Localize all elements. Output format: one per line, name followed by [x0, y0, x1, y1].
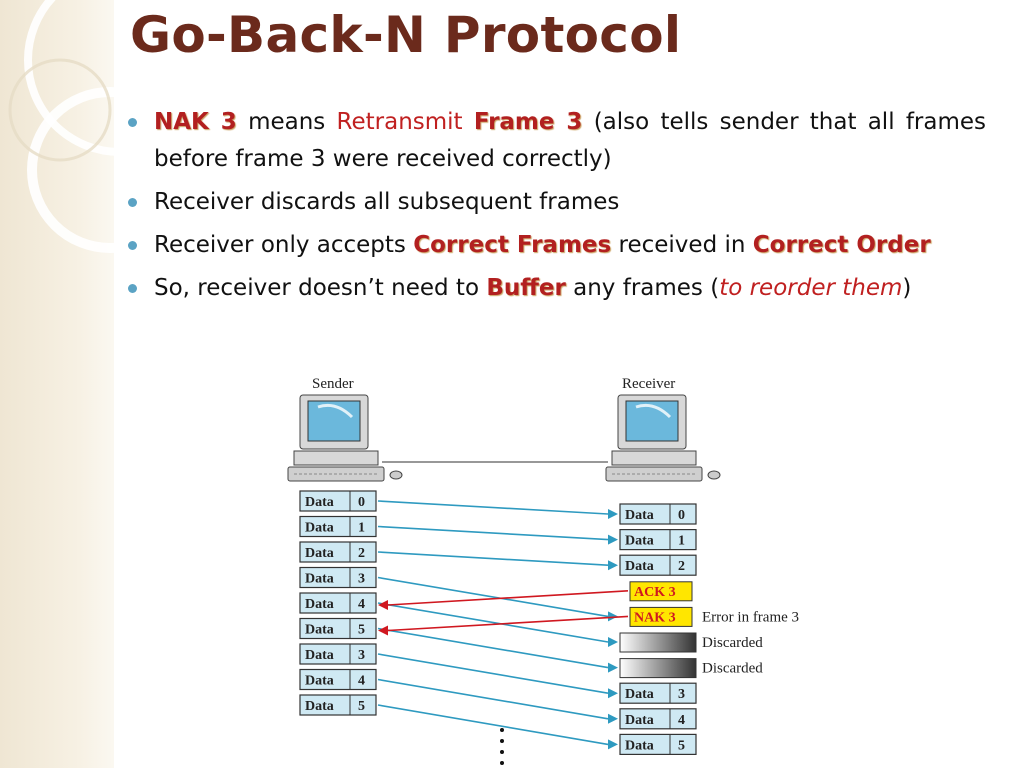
frame-number: 3: [678, 687, 685, 702]
frame-label: Data: [625, 508, 654, 523]
frame-note: Error in frame 3: [702, 609, 799, 625]
data-arrow: [377, 500, 618, 519]
frame-label: Data: [305, 546, 334, 561]
control-label: NAK 3: [634, 610, 676, 625]
sender-frame: Data 5: [299, 694, 377, 716]
sender-frame: Data 3: [299, 566, 377, 589]
decorative-rings: [8, 0, 180, 253]
frame-number: 3: [358, 572, 365, 587]
bullet-discard: Receiver discards all subsequent frames: [126, 184, 986, 221]
frame-number: 5: [678, 738, 685, 753]
sender-label: Sender: [312, 376, 354, 392]
frame-label: Data: [305, 648, 334, 663]
data-arrow: [377, 551, 618, 571]
sender-frame: Data 3: [299, 643, 377, 665]
bullet-nak: NAK 3 means Retransmit Frame 3 (also tel…: [126, 104, 986, 178]
receiver-ack-frame: ACK 3: [629, 581, 693, 602]
receiver-data-frame: Data 5: [619, 733, 697, 755]
bullet-text: ): [902, 275, 912, 301]
frame-number: 3: [358, 648, 365, 663]
receiver-data-frame: Data 3: [619, 682, 697, 704]
frame-number: 4: [678, 713, 685, 728]
data-arrow: [377, 627, 618, 673]
frame-label: Data: [625, 738, 654, 753]
receiver-data-frame: Data 0: [619, 503, 697, 525]
frame-number: 1: [678, 534, 685, 549]
frame-label: Data: [305, 699, 334, 714]
frame-note: Discarded: [702, 661, 763, 677]
bullet-text: So, receiver doesn’t need to: [154, 275, 480, 301]
frame-label: Data: [305, 674, 334, 689]
nak-term: NAK 3: [154, 109, 237, 135]
sender-frame: Data 2: [299, 541, 377, 563]
correct-frames-term: Correct Frames: [413, 232, 612, 258]
frame-label: Data: [625, 713, 654, 728]
frame-note: Discarded: [702, 635, 763, 651]
sender-frame: Data 4: [299, 592, 377, 614]
receiver-discard-frame: Discarded: [619, 658, 763, 679]
reorder-term: to reorder them: [719, 275, 903, 301]
bullet-list: NAK 3 means Retransmit Frame 3 (also tel…: [126, 104, 986, 313]
frame-number: 0: [678, 508, 685, 523]
data-arrow: [377, 704, 618, 750]
retransmit-term: Retransmit: [336, 109, 463, 135]
control-label: ACK 3: [634, 585, 676, 600]
frame-number: 0: [358, 495, 365, 510]
receiver-nak-frame: NAK 3 Error in frame 3: [629, 606, 799, 627]
sender-frame: Data 4: [299, 668, 377, 691]
frame-number: 4: [358, 674, 365, 689]
sender-computer-icon: [287, 394, 403, 482]
frame-number: 4: [358, 597, 365, 612]
frame-label: Data: [305, 597, 334, 612]
frame-number: 5: [358, 699, 365, 714]
correct-order-term: Correct Order: [752, 232, 931, 258]
bullet-text: Receiver only accepts: [154, 232, 406, 258]
frame-label: Data: [305, 572, 334, 587]
bullet-buffer: So, receiver doesn’t need to Buffer any …: [126, 270, 986, 307]
data-arrow: [377, 525, 618, 545]
data-arrow: [377, 678, 618, 724]
frame-label: Data: [305, 521, 334, 536]
frame-label: Data: [625, 687, 654, 702]
receiver-data-frame: Data 2: [619, 554, 697, 576]
frame-number: 1: [358, 521, 365, 536]
sender-frame: Data 1: [299, 515, 377, 538]
frame-number: 2: [358, 546, 365, 561]
bullet-text: any frames (: [573, 275, 720, 301]
bullet-text: Receiver discards all subsequent frames: [154, 189, 620, 215]
arrow-layer: [377, 500, 629, 750]
data-arrow: [377, 576, 618, 622]
bullet-text: means: [248, 109, 326, 135]
receiver-discard-frame: Discarded: [619, 632, 763, 653]
receiver-data-frame: Data 4: [619, 708, 697, 730]
frame-label: Data: [305, 623, 334, 638]
buffer-term: Buffer: [486, 275, 566, 301]
sender-frame: Data 0: [299, 490, 377, 512]
bullet-accept: Receiver only accepts Correct Frames rec…: [126, 227, 986, 264]
receiver-label: Receiver: [622, 376, 675, 392]
sender-frame: Data 5: [299, 617, 377, 640]
data-arrow: [377, 653, 618, 699]
frame-label: Data: [625, 559, 654, 574]
bullet-text: received in: [618, 232, 746, 258]
receiver-data-frame: Data 1: [619, 529, 697, 551]
frame-label: Data: [625, 534, 654, 549]
ack-arrow: [378, 590, 629, 610]
frame-number: 2: [678, 559, 685, 574]
frame-number: 5: [358, 623, 365, 638]
receiver-computer-icon: [605, 394, 721, 482]
frame-term: Frame 3: [473, 109, 583, 135]
continuation-dots: [500, 728, 504, 765]
nak-arrow: [378, 615, 629, 636]
page-title: Go-Back-N Protocol: [130, 6, 682, 64]
bullet-text: (also tells sender that all frames befor…: [154, 109, 987, 172]
data-arrow: [377, 602, 618, 647]
frame-label: Data: [305, 495, 334, 510]
